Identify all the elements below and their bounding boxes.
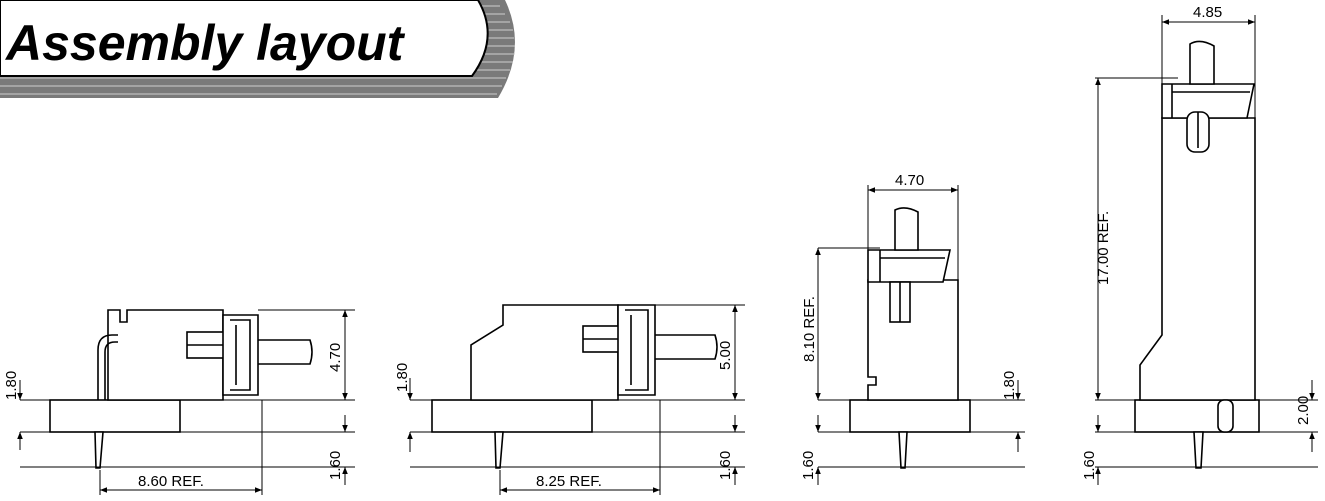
dim-width: 4.85 (1193, 4, 1222, 21)
title-banner: Assembly layout (0, 0, 515, 98)
page-title: Assembly layout (4, 15, 406, 71)
view-4: 4.85 17.00 REF. 1.60 2.00 (1081, 4, 1318, 485)
dim-height: 4.70 (327, 343, 344, 372)
dim-width: 4.70 (895, 172, 924, 189)
pcb-section (431, 399, 593, 433)
dim-board-thickness: 2.00 (1295, 396, 1312, 425)
dim-board-thickness: 1.80 (1001, 371, 1018, 400)
pcb-section (1134, 399, 1260, 433)
header-body (867, 279, 959, 401)
pcb-section (49, 399, 181, 433)
mating-plug (894, 207, 919, 251)
dim-pin-length: 1.60 (327, 451, 344, 480)
dim-board-thickness: 1.80 (394, 363, 411, 392)
dim-pin-length: 1.60 (1081, 451, 1098, 480)
dim-ref-height: 8.10 REF. (801, 296, 818, 362)
dim-pin-length: 1.60 (800, 451, 817, 480)
dim-pin-length: 1.60 (717, 451, 734, 480)
view-3: 4.70 8.10 REF. 1.60 1.80 (800, 172, 1025, 485)
dim-height: 5.00 (717, 341, 734, 370)
dim-ref-height: 17.00 REF. (1095, 211, 1112, 285)
dim-board-thickness: 1.80 (3, 371, 20, 400)
dim-ref-length: 8.25 REF. (536, 473, 602, 490)
view-1: 1.80 4.70 1.60 8.60 REF. (3, 309, 355, 495)
mating-plug (1189, 40, 1215, 85)
header-body (1139, 117, 1256, 401)
dim-ref-length: 8.60 REF. (138, 473, 204, 490)
pcb-section (849, 399, 971, 433)
view-2: 1.80 5.00 1.60 8.25 REF. (394, 304, 745, 495)
